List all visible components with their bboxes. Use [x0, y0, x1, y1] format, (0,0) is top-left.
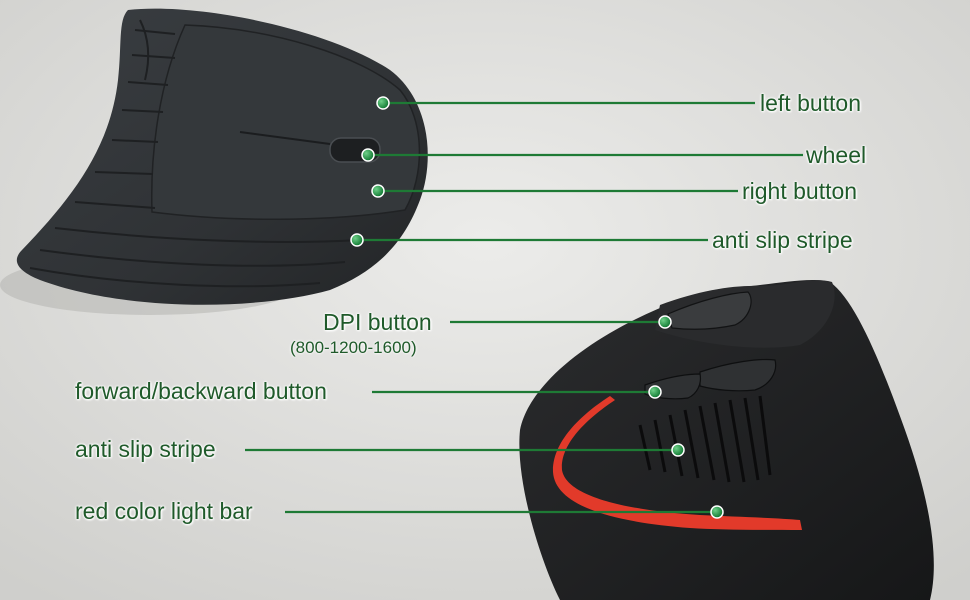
label-dpi-button: DPI button [323, 309, 432, 335]
dot-anti-slip-bottom [671, 443, 685, 457]
callout-dots [350, 96, 724, 519]
dot-forward-backward [648, 385, 662, 399]
label-anti-slip-stripe-top: anti slip stripe [712, 227, 853, 253]
mouse-front-anti-slip-grooves [638, 395, 772, 483]
label-red-light-bar: red color light bar [75, 498, 253, 524]
dot-left-button [376, 96, 390, 110]
label-left-button: left button [760, 90, 862, 116]
callout-lines [245, 101, 803, 514]
mouse-top-button-panel [151, 24, 421, 220]
mouse-front-dpi-key [667, 291, 752, 330]
label-right-button: right button [742, 178, 858, 204]
mouse-front-forward-key [699, 358, 777, 392]
label-dpi-values: (800-1200-1600) [290, 338, 417, 357]
dot-dpi [658, 315, 672, 329]
dot-anti-slip-top [350, 233, 364, 247]
dot-wheel [361, 148, 375, 162]
dot-red-bar [710, 505, 724, 519]
mouse-front-body [519, 279, 934, 600]
label-wheel: wheel [806, 142, 867, 168]
mouse-top-button-split [239, 131, 331, 145]
mouse-top-anti-slip-grooves [29, 19, 361, 288]
label-anti-slip-stripe-bottom: anti slip stripe [75, 436, 216, 462]
mouse-front-view [519, 279, 934, 600]
label-forward-backward-button: forward/backward button [75, 378, 327, 404]
mouse-top-view [0, 8, 428, 315]
dot-right-button [371, 184, 385, 198]
